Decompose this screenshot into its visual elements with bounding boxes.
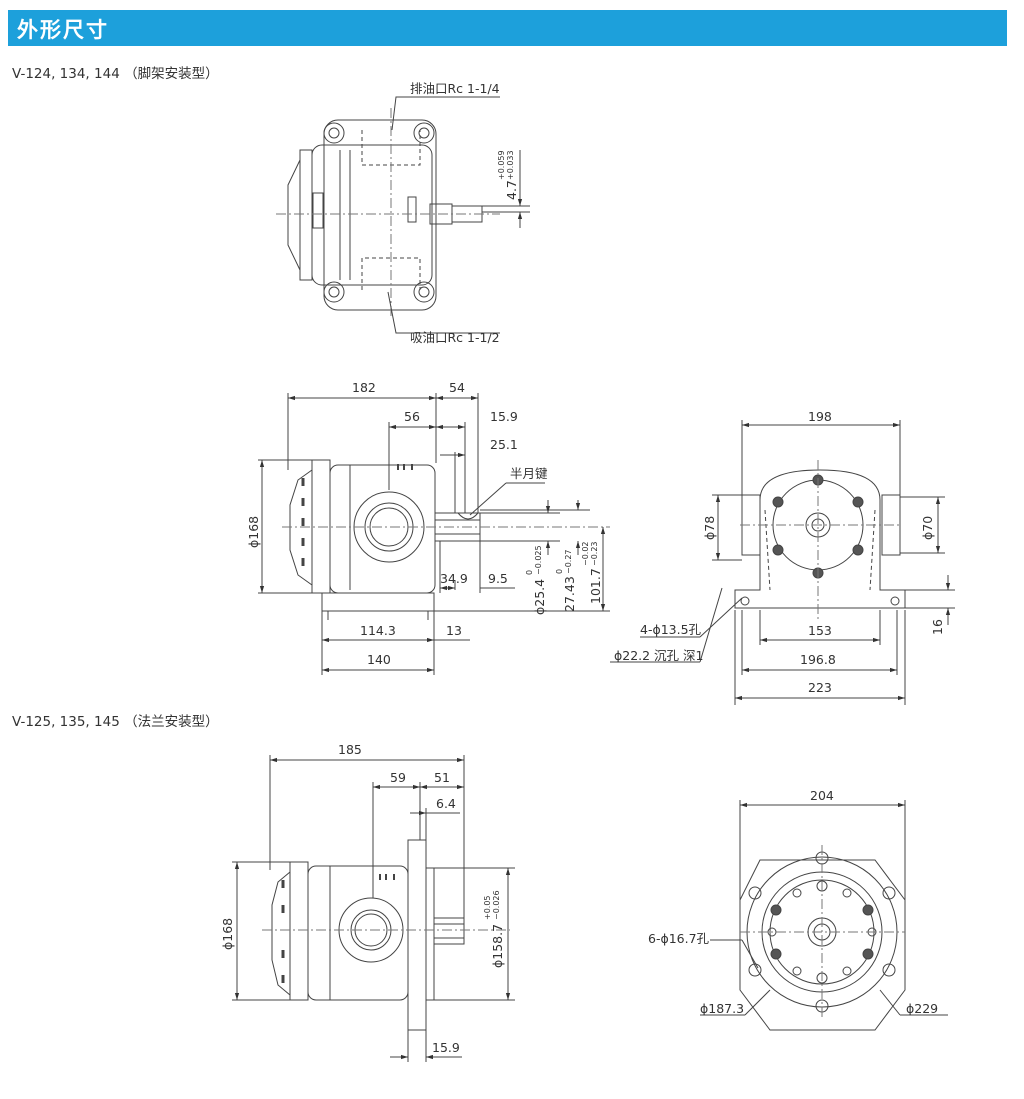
flange-holes-label: 6-ϕ16.7孔: [648, 931, 710, 946]
dim-phi78: ϕ78: [702, 516, 717, 540]
dim-phi158-7: ϕ158.7: [490, 924, 505, 968]
dim-101-7-lo: −0.23: [590, 541, 599, 566]
dim-phi25-4-lo: −0.025: [534, 545, 543, 575]
mount-holes-label: 4-ϕ13.5孔: [640, 622, 702, 637]
flange-front-view: [700, 800, 948, 1031]
dim-223: 223: [808, 680, 832, 695]
counterbore-label: ϕ22.2 沉孔 深1: [614, 648, 703, 663]
dim-59: 59: [390, 770, 406, 785]
dim-182: 182: [352, 380, 376, 395]
dim-56: 56: [404, 409, 420, 424]
dim-16: 16: [930, 619, 945, 635]
dim-phi25-4: ϕ25.4: [532, 579, 547, 615]
dim-phi168-side: ϕ168: [246, 516, 261, 548]
dim-25-1: 25.1: [490, 437, 518, 452]
dim-6-4: 6.4: [436, 796, 456, 811]
dim-phi158-7-up: +0.05: [483, 895, 492, 920]
dim-9-5: 9.5: [488, 571, 508, 586]
dim-114-3: 114.3: [360, 623, 396, 638]
flange-side-view: [232, 755, 515, 1062]
inlet-label: 吸油口Rc 1-1/2: [410, 330, 500, 345]
dim-101-7: 101.7: [588, 568, 603, 604]
dim-phi187-3: ϕ187.3: [700, 1001, 744, 1016]
dim-27-43-up: 0: [555, 569, 564, 574]
key-dim-tol-up: +0.059: [497, 150, 506, 180]
dim-54: 54: [449, 380, 465, 395]
dim-140: 140: [367, 652, 391, 667]
dim-34-9: 34.9: [440, 571, 468, 586]
dim-196-8: 196.8: [800, 652, 836, 667]
dim-204: 204: [810, 788, 834, 803]
key-dim-tol-lo: +0.033: [506, 150, 515, 180]
dim-185: 185: [338, 742, 362, 757]
dim-15-9: 15.9: [490, 409, 518, 424]
dim-101-7-up: −0.02: [581, 541, 590, 566]
dim-153: 153: [808, 623, 832, 638]
dim-phi158-7-lo: −0.026: [492, 890, 501, 920]
dim-15-9-flange: 15.9: [432, 1040, 460, 1055]
foot-front-view: [610, 420, 955, 705]
key-dim-label: 4.7: [504, 180, 519, 200]
foot-top-view: [276, 96, 530, 334]
dim-phi229: ϕ229: [906, 1001, 938, 1016]
dim-13: 13: [446, 623, 462, 638]
section-title-foot: V-124, 134, 144 （脚架安装型）: [12, 66, 219, 82]
section-title-flange: V-125, 135, 145 （法兰安装型）: [12, 714, 219, 730]
dim-198: 198: [808, 409, 832, 424]
dim-27-43-lo: −0.27: [564, 549, 573, 574]
foot-side-view: [258, 393, 610, 675]
dim-phi25-4-up: 0: [525, 570, 534, 575]
page-title: 外形尺寸: [17, 18, 109, 42]
outlet-label: 排油口Rc 1-1/4: [410, 81, 500, 96]
dim-phi168-flange: ϕ168: [220, 918, 235, 950]
dim-27-43: 27.43: [562, 576, 577, 612]
dim-51: 51: [434, 770, 450, 785]
dim-phi70: ϕ70: [920, 516, 935, 540]
header-bar: 外形尺寸: [8, 10, 1007, 46]
half-moon-key-label: 半月键: [510, 466, 548, 481]
